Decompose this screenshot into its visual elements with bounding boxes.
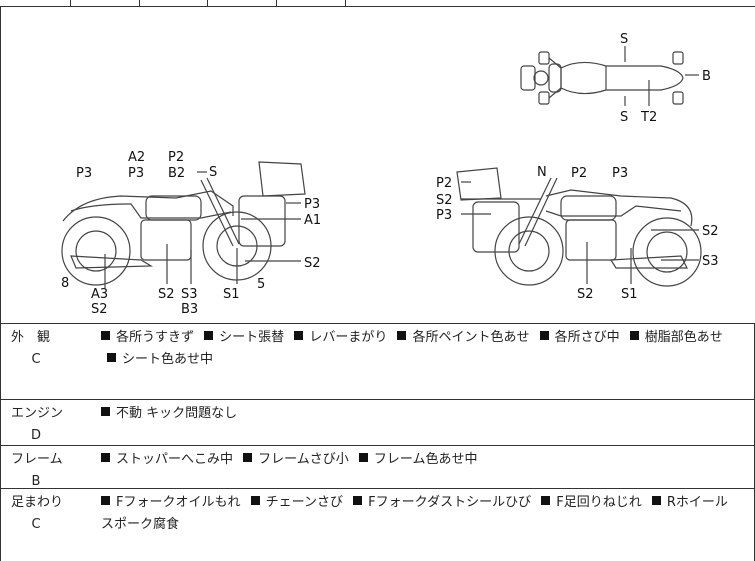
diagram-label: S1 bbox=[223, 287, 240, 302]
list-item: レバーまがり bbox=[288, 330, 387, 345]
diagram-label: P2 bbox=[571, 166, 587, 181]
diagram-label: A2 bbox=[128, 150, 145, 165]
table-divider bbox=[276, 0, 277, 6]
diagram-label: T2 bbox=[640, 110, 657, 125]
list-item: F足回りねじれ bbox=[535, 495, 642, 510]
row-title: 外 観 bbox=[11, 330, 51, 345]
row-items: Fフォークオイルもれ チェーンさび Fフォークダストシールひび F足回りねじれ … bbox=[101, 492, 740, 536]
diagram-label: A3 bbox=[91, 287, 108, 302]
list-item: フレーム色あせ中 bbox=[353, 452, 478, 467]
row-grade: B bbox=[31, 474, 41, 489]
row-items: 不動 キック問題なし bbox=[101, 403, 740, 425]
row-title: エンジン bbox=[11, 406, 64, 421]
list-item: フレームさび小 bbox=[237, 452, 349, 467]
diagram-label: P3 bbox=[304, 197, 320, 212]
table-row: フレーム B ストッパーへこみ中 フレームさび小 フレーム色あせ中 bbox=[0, 445, 755, 489]
diagram-label: P3 bbox=[76, 166, 92, 181]
diagram-label: P2 bbox=[168, 150, 184, 165]
diagram-label: S2 bbox=[436, 193, 453, 208]
row-header: エンジン D bbox=[1, 400, 91, 447]
diagram-label: S bbox=[620, 32, 628, 47]
diagram-label: P3 bbox=[612, 166, 628, 181]
table-row: 足まわり C Fフォークオイルもれ チェーンさび Fフォークダストシールひび F… bbox=[0, 488, 755, 561]
damage-code-labels: S B S T2 A2 P3 P2 B2 S P3 P3 A1 S2 8 A3 … bbox=[61, 32, 719, 317]
diagram-label: S3 bbox=[702, 254, 719, 269]
left-side-motorcycle bbox=[61, 161, 306, 286]
diagram-label: S2 bbox=[577, 287, 594, 302]
diagram-label: B2 bbox=[168, 166, 185, 181]
diagram-label: B bbox=[702, 69, 711, 84]
motorcycle-damage-diagram: S B S T2 A2 P3 P2 B2 S P3 P3 A1 S2 8 A3 … bbox=[0, 6, 755, 323]
row-header: フレーム B bbox=[1, 446, 91, 493]
row-header: 外 観 C bbox=[1, 324, 91, 371]
row-title: フレーム bbox=[11, 452, 63, 467]
motorcycle-illustration: S B S T2 A2 P3 P2 B2 S P3 P3 A1 S2 8 A3 … bbox=[61, 32, 719, 317]
row-title: 足まわり bbox=[11, 495, 64, 510]
list-item: 各所さび中 bbox=[534, 330, 620, 345]
diagram-label: S2 bbox=[304, 256, 321, 271]
diagram-label: S2 bbox=[158, 287, 175, 302]
diagram-label: S2 bbox=[91, 302, 108, 317]
top-table-row bbox=[0, 0, 755, 7]
diagram-label: A1 bbox=[304, 213, 321, 228]
condition-table: 外 観 C 各所うすきず シート張替 レバーまがり 各所ペイント色あせ 各所さび… bbox=[0, 323, 755, 561]
row-items: ストッパーへこみ中 フレームさび小 フレーム色あせ中 bbox=[101, 449, 740, 471]
diagram-label: S1 bbox=[621, 287, 638, 302]
row-grade: C bbox=[31, 352, 41, 367]
diagram-label: S2 bbox=[702, 224, 719, 239]
list-item: 各所うすきず bbox=[101, 330, 194, 345]
diagram-label: S bbox=[620, 110, 628, 125]
table-row: 外 観 C 各所うすきず シート張替 レバーまがり 各所ペイント色あせ 各所さび… bbox=[0, 323, 755, 399]
diagram-label: B3 bbox=[181, 302, 198, 317]
diagram-label: 5 bbox=[257, 277, 265, 292]
row-grade: D bbox=[30, 428, 41, 443]
table-divider bbox=[139, 0, 140, 6]
diagram-label: N bbox=[537, 165, 547, 180]
diagram-label: S3 bbox=[181, 287, 198, 302]
list-item: ストッパーへこみ中 bbox=[101, 452, 233, 467]
top-view-motorcycle bbox=[520, 51, 684, 105]
diagram-label: P3 bbox=[436, 208, 452, 223]
list-item: Fフォークオイルもれ bbox=[101, 495, 240, 510]
table-row: エンジン D 不動 キック問題なし bbox=[0, 399, 755, 445]
list-item: 各所ペイント色あせ bbox=[391, 330, 529, 345]
list-item: チェーンさび bbox=[245, 495, 343, 510]
row-items: 各所うすきず シート張替 レバーまがり 各所ペイント色あせ 各所さび中 樹脂部色… bbox=[101, 327, 740, 371]
list-item: Fフォークダストシールひび bbox=[347, 495, 531, 510]
row-header: 足まわり C bbox=[1, 489, 91, 536]
list-item: シート張替 bbox=[198, 330, 284, 345]
list-item: 樹脂部色あせ bbox=[624, 330, 723, 345]
table-divider bbox=[207, 0, 208, 6]
table-divider bbox=[345, 0, 346, 6]
row-grade: C bbox=[31, 517, 41, 532]
list-item: シート色あせ中 bbox=[101, 352, 213, 367]
list-item: 不動 キック問題なし bbox=[101, 406, 237, 421]
right-side-motorcycle bbox=[456, 167, 702, 287]
diagram-label: P3 bbox=[128, 166, 144, 181]
diagram-label: P2 bbox=[436, 176, 452, 191]
list-item: Rホイールスポーク腐食 bbox=[101, 495, 728, 532]
table-divider bbox=[70, 0, 71, 6]
diagram-label: S bbox=[209, 165, 217, 180]
diagram-label: 8 bbox=[61, 276, 69, 291]
